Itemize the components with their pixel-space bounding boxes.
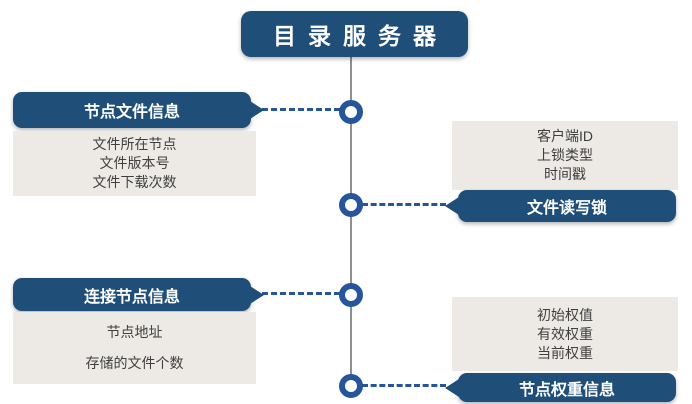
diagram-title-label: 目录服务器 (273, 23, 448, 49)
detail-line: 文件下载次数 (92, 174, 177, 190)
detail-panel-connected-node-info: 节点地址 存储的文件个数 (13, 312, 256, 384)
callout-node-weight-info: 节点权重信息 (458, 373, 676, 402)
callout-connected-node-info: 连接节点信息 (13, 278, 251, 311)
detail-panel-node-file-info: 文件所在节点 文件版本号 文件下载次数 (13, 131, 256, 196)
detail-line: 存储的文件个数 (85, 355, 184, 371)
detail-line: 当前权重 (537, 344, 593, 361)
callout-label: 节点文件信息 (83, 104, 180, 121)
detail-line: 时间戳 (544, 166, 586, 182)
detail-line: 上锁类型 (537, 147, 593, 163)
timeline-node-marker-1 (339, 100, 363, 124)
timeline-node-marker-4 (339, 374, 363, 398)
callout-node-file-info: 节点文件信息 (13, 92, 251, 128)
callout-label: 节点权重信息 (518, 381, 615, 399)
timeline-node-marker-3 (339, 283, 363, 307)
callout-file-rw-lock: 文件读写锁 (458, 190, 676, 222)
timeline-spine (350, 57, 352, 397)
connector-dash-node-weight-info (362, 384, 446, 387)
callout-label: 连接节点信息 (83, 288, 180, 306)
detail-line: 有效权重 (537, 325, 593, 342)
connector-dash-connected-node-info (262, 292, 340, 295)
diagram-title: 目录服务器 (241, 11, 468, 57)
detail-line: 文件所在节点 (92, 136, 177, 152)
detail-panel-file-rw-lock: 客户端ID 上锁类型 时间戳 (452, 121, 678, 190)
detail-panel-node-weight-info: 初始权值 有效权重 当前权重 (452, 297, 678, 371)
detail-line: 客户端ID (537, 128, 593, 144)
detail-line: 文件版本号 (99, 155, 170, 171)
detail-line: 节点地址 (106, 324, 163, 340)
timeline-node-marker-2 (339, 193, 363, 217)
detail-line: 初始权值 (537, 306, 593, 323)
connector-dash-file-rw-lock (362, 203, 446, 206)
connector-dash-node-file-info (262, 108, 340, 111)
callout-label: 文件读写锁 (526, 200, 607, 217)
